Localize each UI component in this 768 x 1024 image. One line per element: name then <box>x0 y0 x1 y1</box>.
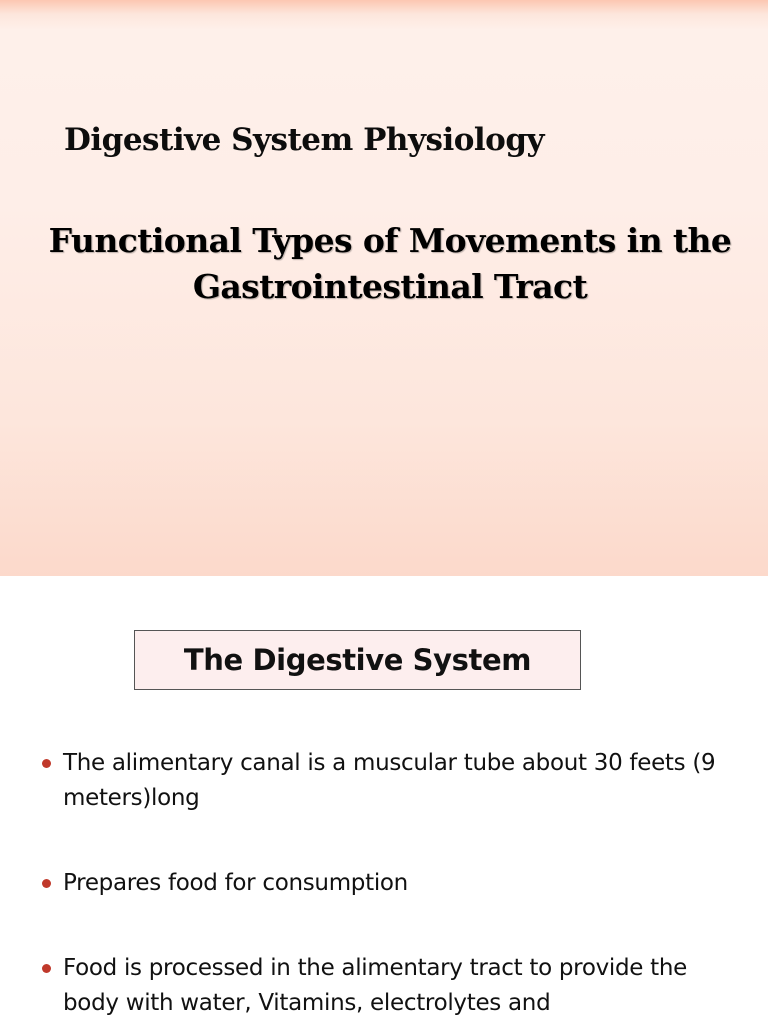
slide-title-line-1: Functional Types of Movements in the <box>48 221 732 260</box>
bullet-text: Food is processed in the alimentary trac… <box>63 955 687 1016</box>
slide-title-line-2: Gastrointestinal Tract <box>192 267 588 306</box>
bullet-item: The alimentary canal is a muscular tube … <box>40 746 740 816</box>
slide-2: The Digestive System The alimentary cana… <box>0 576 768 1024</box>
section-title-box: The Digestive System <box>134 630 581 690</box>
slide-subtitle: Digestive System Physiology <box>64 122 545 158</box>
bullet-list: The alimentary canal is a muscular tube … <box>40 746 740 1021</box>
slide-1: Digestive System Physiology Functional T… <box>0 0 768 576</box>
bullet-item: Prepares food for consumption <box>40 866 740 901</box>
bullet-dot-icon <box>42 759 51 768</box>
bullet-dot-icon <box>42 964 51 973</box>
bullet-dot-icon <box>42 879 51 888</box>
section-title: The Digestive System <box>183 643 532 677</box>
slide-title: Functional Types of Movements in the Gas… <box>40 218 740 310</box>
bullet-item: Food is processed in the alimentary trac… <box>40 951 740 1021</box>
bullet-text: The alimentary canal is a muscular tube … <box>63 750 716 811</box>
bullet-text: Prepares food for consumption <box>63 870 408 896</box>
